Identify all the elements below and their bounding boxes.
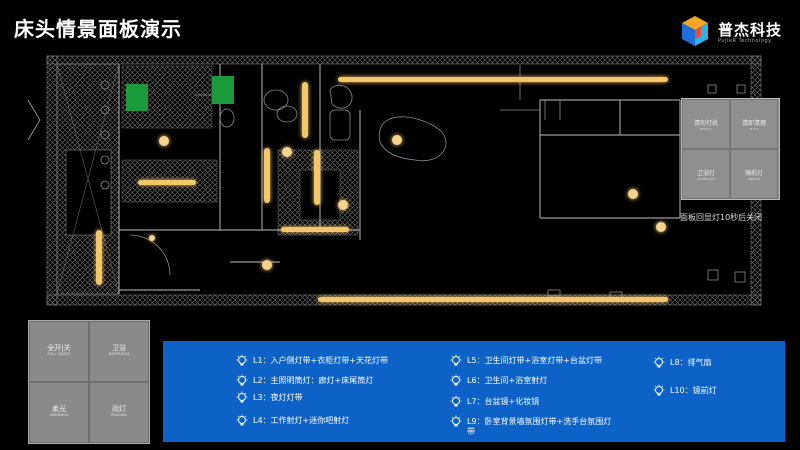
bulb-icon: [450, 395, 462, 407]
ambience-label: 柔光: [52, 405, 66, 413]
bulb-icon: [653, 384, 665, 396]
bathroom-button[interactable]: 卫浴 BATHROOM: [89, 321, 149, 382]
mur-en: M.U.R: [749, 127, 759, 131]
legend-l5: L5：卫生间灯带+浴室灯带+台盆灯带: [467, 356, 602, 365]
bedside-panel: 请勿打扰 PRIVACY 请即清理 M.U.R 卫浴灯 BATHROOM 镜前灯…: [681, 98, 780, 200]
legend-l9: L9：卧室背景墙氛围灯带+洗手台氛围灯带: [467, 417, 612, 436]
bathroom-label: 卫浴: [112, 344, 126, 352]
bulb-icon: [236, 414, 248, 426]
spot-lights: [149, 135, 666, 270]
panel-note: 面板回显灯10秒后关闭: [680, 213, 763, 222]
ambience-en: AMBIENCE: [49, 413, 69, 417]
bulb-icon: [236, 391, 248, 403]
bathroom-light-en: BATHROOM: [697, 177, 715, 181]
mirror-light-button[interactable]: 镜前灯 MIRROR: [730, 149, 778, 199]
bulb-icon: [653, 356, 665, 368]
legend-item: L2：主照明筒灯：廊灯+床尾筒灯: [236, 374, 374, 386]
entry-block: [56, 63, 359, 295]
legend-item: L10：镜前灯: [653, 384, 717, 396]
company-logo: 普杰科技 PuJieR Technology: [678, 14, 793, 50]
logo-subtitle: PuJieR Technology: [718, 38, 772, 44]
legend-l7: L7：台盆镜+化妆镜: [467, 397, 540, 406]
legend-item: L4：工作射灯+迷你吧射灯: [236, 414, 350, 426]
legend-l4: L4：工作射灯+迷你吧射灯: [253, 416, 350, 425]
full-on-off-button[interactable]: 全开|关 FULL ON/OFF: [29, 321, 89, 382]
green-fixture-2: [212, 76, 234, 104]
mirror-light-label: 镜前灯: [744, 170, 763, 177]
privacy-button[interactable]: 请勿打扰 PRIVACY: [682, 99, 730, 149]
bulb-icon: [450, 415, 462, 427]
legend-item: L1：入户侧灯带+衣柜灯带+天花灯带: [236, 354, 388, 366]
green-fixture-1: [126, 84, 148, 111]
legend-item: L6：卫生间+浴室射灯: [450, 374, 548, 386]
bathroom-en: BATHROOM: [108, 352, 130, 356]
legend-item: L3：夜灯灯带: [236, 391, 303, 403]
bulb-icon: [450, 354, 462, 366]
full-on-off-en: FULL ON/OFF: [47, 352, 71, 356]
mur-label: 请即清理: [741, 120, 766, 127]
legend-l1: L1：入户侧灯带+衣柜灯带+天花灯带: [253, 356, 388, 365]
reading-button[interactable]: 阅灯 READING: [89, 382, 149, 443]
privacy-en: PRIVACY: [699, 127, 713, 131]
legend-l6: L6：卫生间+浴室射灯: [467, 376, 548, 385]
legend-l8: L8：排气扇: [670, 358, 712, 367]
logo-name: 普杰科技: [718, 21, 783, 39]
scene-panel: 全开|关 FULL ON/OFF 卫浴 BATHROOM 柔光 AMBIENCE…: [28, 320, 150, 444]
mirror-light-en: MIRROR: [747, 177, 761, 181]
privacy-label: 请勿打扰: [693, 120, 718, 127]
bathroom-light-button[interactable]: 卫浴灯 BATHROOM: [682, 149, 730, 199]
legend-item: L7：台盆镜+化妆镜: [450, 395, 540, 407]
legend-l2: L2：主照明筒灯：廊灯+床尾筒灯: [253, 376, 374, 385]
bulb-icon: [236, 354, 248, 366]
lighting-legend: L1：入户侧灯带+衣柜灯带+天花灯带 L2：主照明筒灯：廊灯+床尾筒灯 L3：夜…: [163, 341, 785, 442]
reading-label: 阅灯: [112, 405, 126, 413]
full-on-off-label: 全开|关: [47, 344, 71, 352]
ambience-button[interactable]: 柔光 AMBIENCE: [29, 382, 89, 443]
legend-item: L5：卫生间灯带+浴室灯带+台盆灯带: [450, 354, 602, 366]
legend-item: L8：排气扇: [653, 356, 712, 368]
legend-l3: L3：夜灯灯带: [253, 393, 303, 402]
logo-icon: [682, 16, 708, 46]
reading-en: READING: [110, 413, 128, 417]
bulb-icon: [236, 374, 248, 386]
legend-l10: L10：镜前灯: [670, 386, 717, 395]
light-strips: [96, 77, 668, 302]
slide-title: 床头情景面板演示: [14, 17, 182, 41]
mur-button[interactable]: 请即清理 M.U.R: [730, 99, 778, 149]
bathroom-light-label: 卫浴灯: [696, 170, 715, 177]
bulb-icon: [450, 374, 462, 386]
furniture: [27, 65, 746, 299]
legend-item: L9：卧室背景墙氛围灯带+洗手台氛围灯带: [450, 415, 617, 437]
